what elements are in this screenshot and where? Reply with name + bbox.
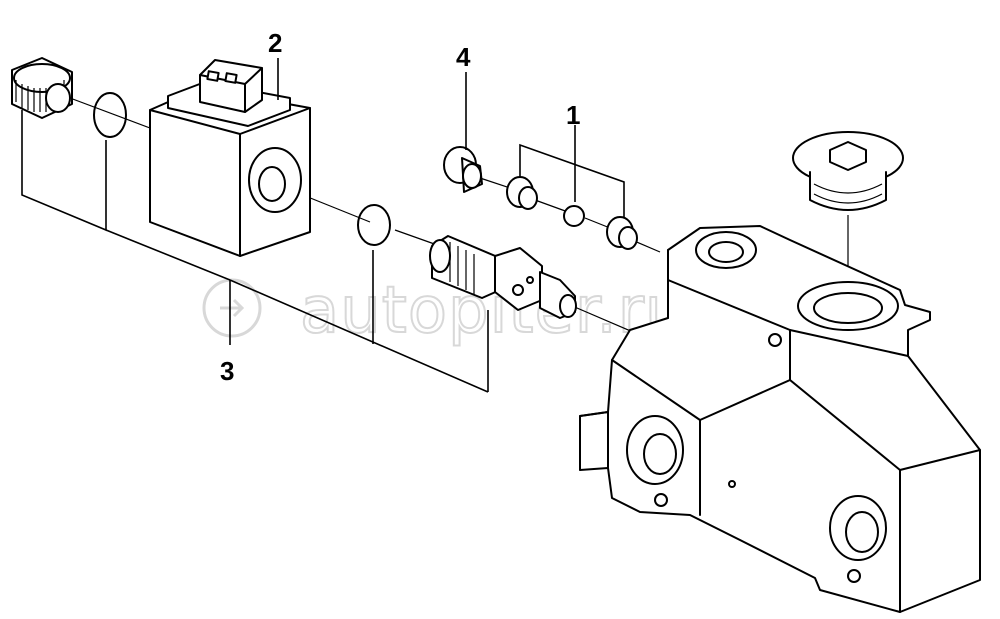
valve-cartridge bbox=[429, 235, 577, 319]
leader-lines bbox=[21, 58, 625, 393]
watermark: autopiter.ru bbox=[202, 273, 687, 349]
small-plug bbox=[443, 146, 483, 193]
hex-plug bbox=[792, 131, 904, 211]
o-ring-middle bbox=[357, 204, 391, 246]
valve-kit bbox=[506, 176, 638, 250]
solenoid-coil bbox=[149, 59, 311, 257]
knurled-nut bbox=[11, 57, 73, 119]
valve-body bbox=[579, 225, 981, 613]
callout-1: 1 bbox=[566, 100, 580, 130]
o-ring-left bbox=[93, 92, 127, 138]
callout-2: 2 bbox=[268, 28, 282, 58]
callout-3: 3 bbox=[220, 356, 234, 386]
watermark-logo-arrow bbox=[220, 298, 245, 318]
callout-4: 4 bbox=[456, 42, 471, 72]
